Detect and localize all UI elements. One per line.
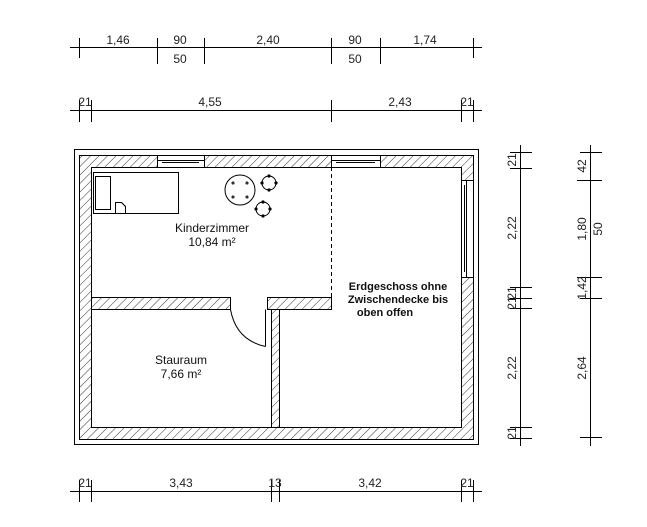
room-area-stauraum: 7,66 m² [161, 367, 202, 381]
dim-label: 50 [591, 222, 605, 236]
table [224, 174, 256, 206]
dim-label: 21 [505, 286, 519, 300]
interior-wall-right [267, 297, 332, 310]
interior-wall-vertical [271, 309, 280, 428]
dim-label: 2,43 [388, 95, 412, 109]
pillow [95, 176, 111, 210]
dim-label: 4,55 [198, 95, 222, 109]
window-top-left [157, 155, 205, 168]
dim-label: 2,22 [505, 216, 519, 240]
dim-label: 2,64 [575, 356, 589, 380]
dim-label: 1,42 [575, 276, 589, 300]
dim-label: 21 [505, 426, 519, 440]
room-area-kinderzimmer: 10,84 m² [188, 235, 235, 249]
window-right [461, 180, 474, 278]
dimension-col-right-1: 21 2,22 21 21 2,22 21 [505, 145, 532, 446]
room-name-kinderzimmer: Kinderzimmer [175, 221, 249, 235]
door [230, 309, 266, 347]
window-top-right [331, 155, 381, 168]
dim-label: 42 [575, 159, 589, 173]
dimension-row-top-2: 21 4,55 2,43 21 [70, 95, 482, 122]
dim-label: 21 [505, 153, 519, 167]
plan-frame [74, 149, 479, 445]
chair-1 [260, 174, 278, 192]
note-line-1: Erdgeschoss ohne [349, 281, 447, 293]
dim-label: 3,42 [358, 476, 382, 490]
dim-label: 21 [460, 476, 474, 490]
note-line-2: Zwischendecke bis [348, 294, 448, 306]
dim-label: 21 [78, 476, 92, 490]
dim-label: 21 [505, 296, 519, 310]
interior-wall-left [91, 297, 231, 310]
dimension-col-right-2: 42 1,80 50 1,42 2,64 [575, 145, 605, 446]
dim-label: 1,80 [575, 217, 589, 241]
dim-label: 50 [348, 52, 362, 66]
dim-label: 2,22 [505, 356, 519, 380]
room-name-stauraum: Stauraum [155, 353, 207, 367]
dim-label: 13 [268, 476, 282, 490]
dimension-row-top-1: 1,46 90 50 2,40 90 50 1,74 [70, 33, 482, 66]
dim-label: 50 [173, 52, 187, 66]
dim-label: 1,46 [106, 33, 130, 47]
dimension-row-bottom: 21 3,43 13 3,42 21 [70, 476, 482, 502]
dim-label: 3,43 [169, 476, 193, 490]
dim-label: 1,74 [413, 33, 437, 47]
windows [157, 155, 474, 278]
dim-label: 21 [460, 95, 474, 109]
chair-2 [254, 200, 272, 218]
door-swing-arc [230, 309, 266, 347]
note-line-3: oben offen [357, 307, 413, 319]
dim-label: 21 [78, 95, 92, 109]
dim-label: 90 [348, 33, 362, 47]
dim-label: 2,40 [256, 33, 280, 47]
dim-label: 90 [173, 33, 187, 47]
bed [93, 172, 179, 214]
